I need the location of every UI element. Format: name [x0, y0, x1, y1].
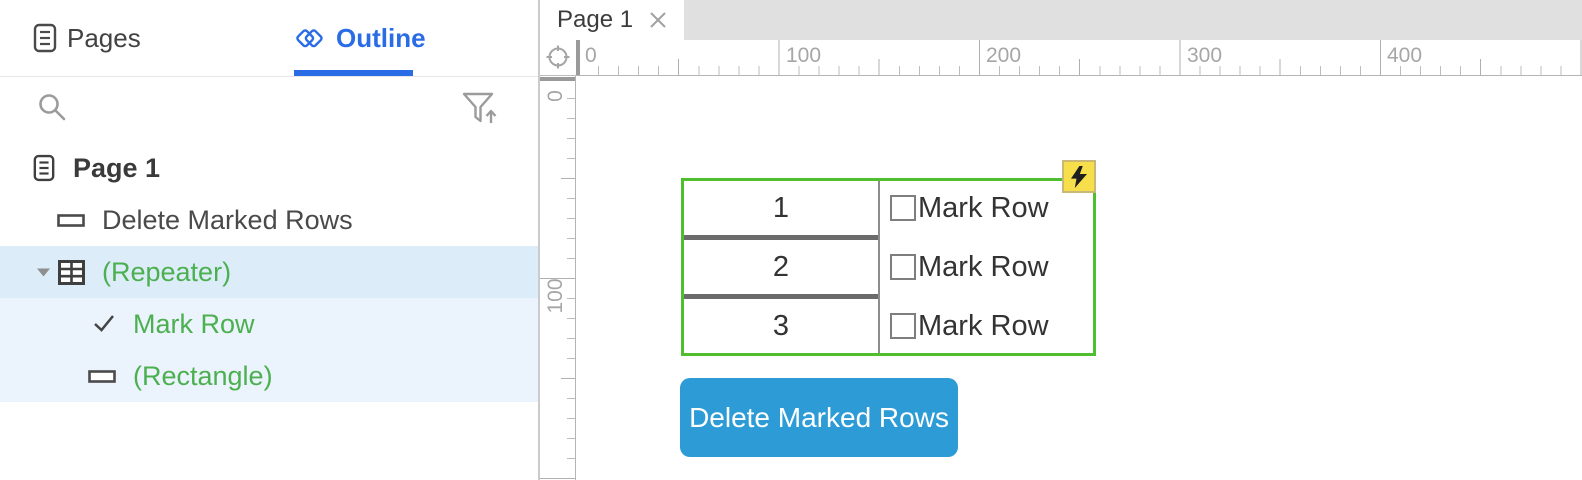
checkbox-label: Mark Row — [918, 191, 1049, 224]
outline-item-label: Page 1 — [73, 152, 161, 183]
ruler-label: 0 — [544, 90, 567, 102]
outline-item-label: (Rectangle) — [133, 360, 273, 391]
outline-item-delete-marked-rows[interactable]: Delete Marked Rows — [0, 194, 538, 246]
crosshair-icon — [546, 45, 570, 69]
outline-item-label: Mark Row — [133, 308, 255, 339]
ruler-label: 100 — [786, 44, 822, 67]
mark-row-checkbox-widget[interactable]: Mark Row — [880, 240, 1091, 294]
delete-marked-rows-button[interactable]: Delete Marked Rows — [680, 378, 958, 457]
page-tab[interactable]: Page 1 — [540, 0, 684, 40]
checkbox[interactable] — [890, 254, 916, 280]
rectangle-icon — [57, 214, 85, 227]
canvas-tab-bar: Page 1 — [540, 0, 1582, 40]
ruler-label: 300 — [1187, 44, 1223, 67]
mark-row-checkbox-widget[interactable]: Mark Row — [880, 181, 1091, 235]
tab-outline-label: Outline — [336, 22, 426, 53]
close-icon[interactable] — [648, 10, 668, 30]
design-canvas[interactable]: 1 2 3 Mark Row Mark Row Mark Row Delete … — [576, 76, 1582, 480]
mark-row-checkbox-widget[interactable]: Mark Row — [880, 299, 1091, 353]
tab-outline[interactable]: Outline — [294, 0, 426, 76]
check-icon — [94, 315, 114, 332]
double-diamond-icon — [296, 29, 323, 48]
repeater-cell-number[interactable]: 2 — [772, 251, 790, 283]
outline-item-repeater[interactable]: (Repeater) — [0, 246, 538, 298]
page-tab-label: Page 1 — [557, 6, 634, 33]
ruler-label: 100 — [544, 278, 567, 314]
repeater-widget[interactable]: 1 2 3 Mark Row Mark Row Mark Row — [681, 178, 1096, 356]
document-icon — [33, 154, 55, 182]
repeater-row-separator — [684, 294, 878, 299]
filter-up-icon[interactable] — [462, 90, 500, 128]
tab-pages[interactable]: Pages — [33, 0, 141, 76]
checkbox[interactable] — [890, 313, 916, 339]
outline-item-page-1[interactable]: Page 1 — [0, 142, 538, 194]
outline-item-rectangle[interactable]: (Rectangle) — [0, 350, 538, 402]
ruler-corner[interactable] — [540, 40, 576, 76]
sidebar-header: Pages Outline — [0, 0, 538, 77]
lightning-icon — [1071, 165, 1087, 188]
checkbox[interactable] — [890, 195, 916, 221]
checkbox-label: Mark Row — [918, 309, 1049, 342]
outline-item-label: (Repeater) — [102, 256, 232, 287]
ruler-label: 400 — [1387, 44, 1423, 67]
active-tab-underline — [294, 70, 413, 76]
search-icon[interactable] — [37, 92, 67, 122]
repeater-row-separator — [684, 235, 878, 240]
rectangle-icon — [88, 370, 116, 383]
outline-item-mark-row[interactable]: Mark Row — [0, 298, 538, 350]
button-label: Delete Marked Rows — [689, 402, 949, 433]
caret-down-icon[interactable] — [37, 268, 50, 277]
horizontal-ruler[interactable]: 0 100 200 300 400 — [576, 40, 1582, 76]
ruler-origin-marker — [540, 77, 575, 81]
repeater-cell-number[interactable]: 1 — [772, 192, 790, 224]
interaction-badge[interactable] — [1062, 160, 1096, 193]
table-icon — [58, 260, 85, 285]
document-icon — [33, 23, 57, 53]
ruler-origin-marker — [576, 40, 580, 75]
ruler-label: 0 — [585, 44, 597, 67]
tab-pages-label: Pages — [67, 22, 141, 53]
checkbox-label: Mark Row — [918, 250, 1049, 283]
repeater-cell-number[interactable]: 3 — [772, 310, 790, 342]
outline-item-label: Delete Marked Rows — [102, 204, 353, 235]
ruler-label: 200 — [986, 44, 1022, 67]
repeater-column-divider — [878, 181, 880, 353]
vertical-ruler[interactable]: 0 100 — [540, 76, 576, 480]
sidebar: Pages Outline — [0, 0, 540, 480]
outline-tree: Page 1 Delete Marked Rows (Repeate — [0, 142, 538, 402]
